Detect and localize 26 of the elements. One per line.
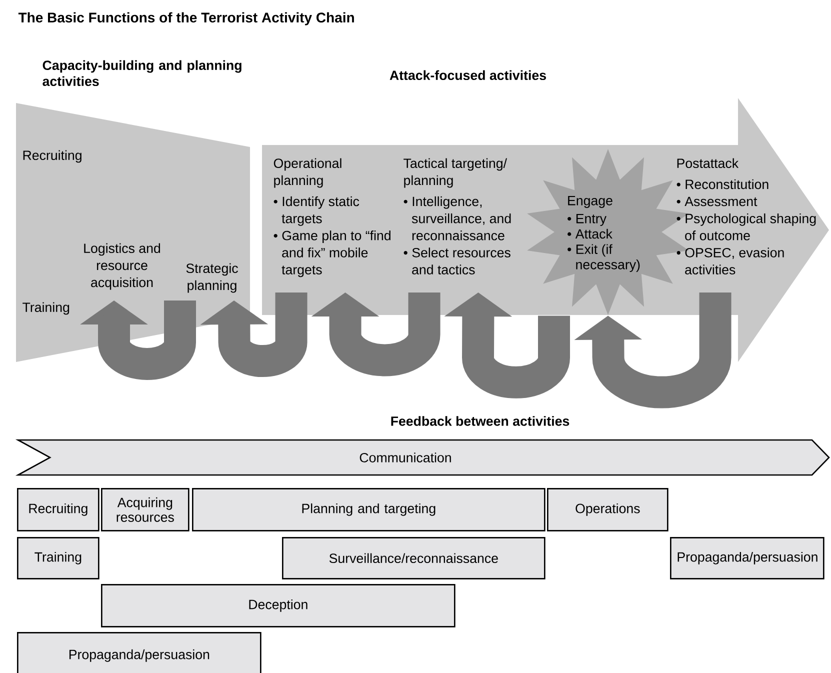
activity-bar: Propaganda/persuasion (670, 536, 824, 580)
node-label: • Exit (if necessary) (568, 244, 640, 272)
activity-bar: Surveillance/reconnaissance (282, 536, 546, 580)
caption-label: Feedback between activities (391, 416, 570, 426)
section-heading: Attack-focused activities (390, 70, 546, 80)
activity-label: Strategic planning (186, 263, 238, 293)
node-label: Engage (568, 196, 612, 208)
activity-bar: Propaganda/persuasion (17, 632, 262, 673)
chevron-bar: Communication (15, 439, 830, 476)
activity-label: Recruiting (23, 150, 82, 163)
feedback-arrow (574, 292, 732, 408)
activity-bar: Deception (101, 584, 456, 628)
activity-text: Tactical targeting/ planning • Intelligence, surveillance, and reconnaissance • Select resources and tactics (404, 158, 511, 274)
activity-label: Training (22, 302, 70, 315)
activity-bar: Acquiring resources (101, 488, 190, 532)
title: The Basic Functions of the Terrorist Activity Chain (18, 12, 354, 26)
activity-bar: Operations (547, 488, 668, 532)
activity-label: Logistics and resource acquisition (84, 243, 160, 290)
activity-text: Operational planning • Identify static targets • Game plan to “find and fix” mobile targets (274, 158, 390, 278)
section-heading: Capacity-building and planning activities (42, 60, 242, 86)
activity-text: Engage • Entry • Attack • Exit (if necessary) (568, 196, 640, 272)
node-label: • Attack (568, 228, 612, 239)
activity-text: Postattack • Reconstitution • Assessment • Psychological shaping of outcome • OPSEC, evasion activities (676, 158, 816, 274)
activity-bar: Recruiting (17, 488, 100, 532)
activity-bar: Training (17, 536, 100, 580)
node-label: • Entry (568, 214, 606, 226)
